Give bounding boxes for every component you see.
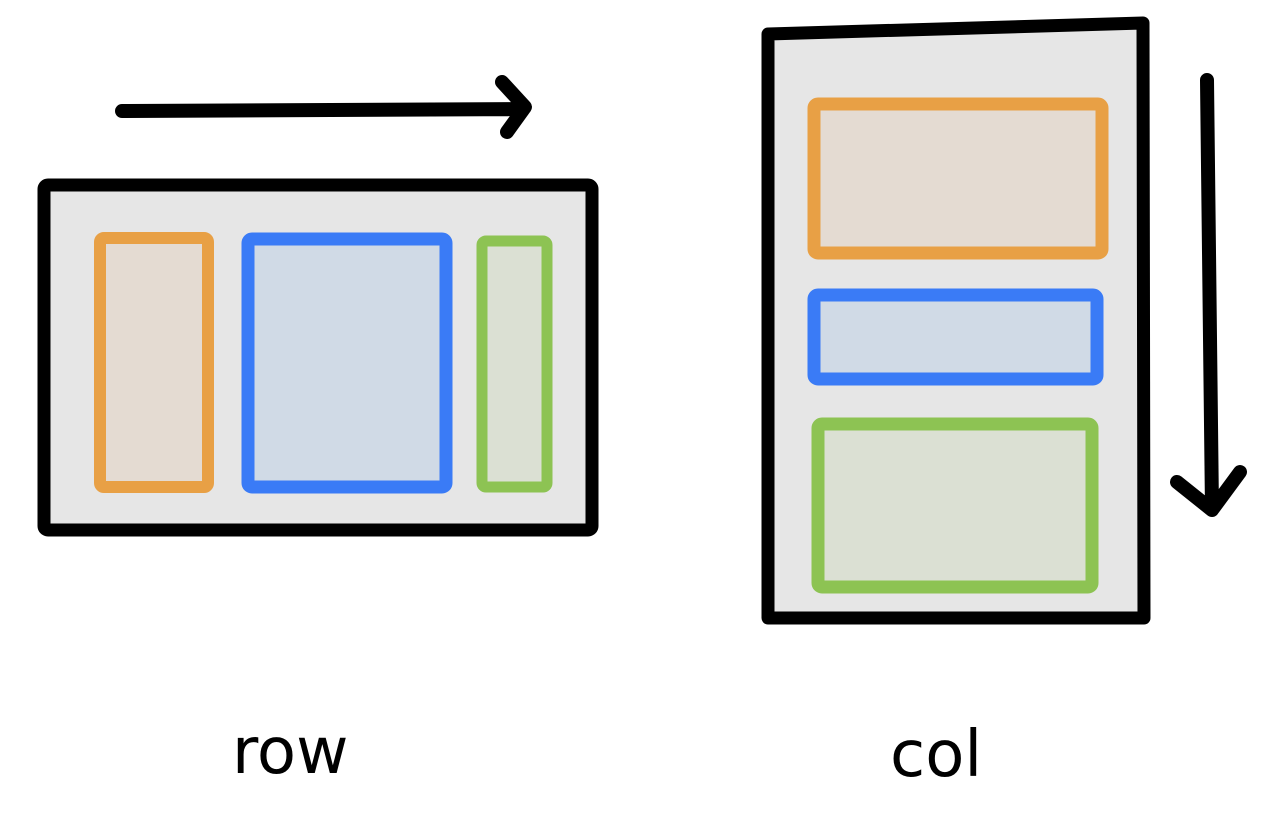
col-item-green [811,417,1099,594]
col-direction-arrow [1170,73,1247,517]
row-item-blue [241,232,453,494]
row-item-green [476,235,553,493]
row-item-orange [94,232,214,493]
col-item-orange [807,97,1109,260]
row-direction-arrow [115,75,532,139]
row-panel: row [37,75,599,789]
row-label: row [232,715,348,789]
col-label: col [890,718,982,792]
col-panel: col [761,16,1247,792]
col-item-blue [807,288,1104,386]
